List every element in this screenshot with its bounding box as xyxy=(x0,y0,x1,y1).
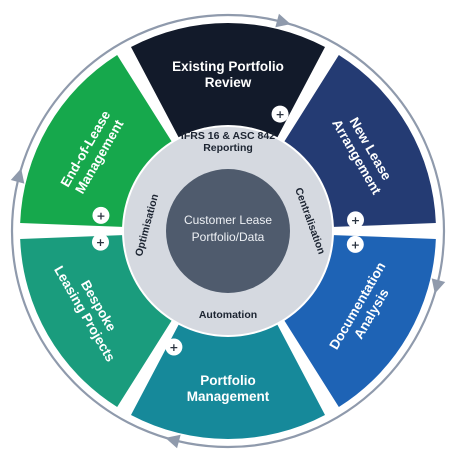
plus-icon[interactable]: + xyxy=(92,206,110,224)
plus-glyph: + xyxy=(351,214,360,227)
outer-cycle-ring xyxy=(10,13,446,449)
plus-glyph: + xyxy=(351,238,360,251)
segment-label-portfolio-management-line-1: Portfolio xyxy=(200,373,256,388)
plus-glyph: + xyxy=(96,209,105,222)
center-label-line-2: Portfolio/Data xyxy=(192,230,265,244)
plus-icon[interactable]: + xyxy=(347,211,365,229)
plus-badge-circle xyxy=(346,235,364,253)
plus-badge-circle xyxy=(165,338,183,356)
plus-glyph: + xyxy=(275,108,284,121)
segment-label-existing-portfolio-review-line-2: Review xyxy=(205,75,252,90)
plus-icon[interactable]: + xyxy=(91,233,109,251)
plus-glyph: + xyxy=(169,341,178,354)
cycle-arrowhead-3 xyxy=(165,434,181,449)
plus-glyph: + xyxy=(96,236,105,249)
plus-badge-circle xyxy=(347,211,365,229)
ring-label-top-line-2: Reporting xyxy=(203,142,253,154)
plus-icon[interactable]: + xyxy=(271,105,289,123)
cycle-arrowhead-4 xyxy=(10,168,25,184)
ring-label-bottom: Automation xyxy=(199,309,257,321)
cycle-arrowhead-2 xyxy=(431,278,446,294)
plus-icon[interactable]: + xyxy=(165,338,183,356)
segment-shape-new-lease-arrangement xyxy=(284,54,436,227)
plus-badge-circle xyxy=(91,233,109,251)
cycle-arrowheads xyxy=(10,13,446,449)
cycle-arrowhead-1 xyxy=(275,13,291,28)
plus-badge-circle xyxy=(271,105,289,123)
center-label-line-1: Customer Lease xyxy=(184,213,272,227)
segment-label-existing-portfolio-review-line-1: Existing Portfolio xyxy=(172,59,284,74)
plus-badge-circle xyxy=(92,206,110,224)
plus-icon[interactable]: + xyxy=(346,235,364,253)
segment-shape-end-of-lease-management xyxy=(20,54,172,227)
segment-shape-documentation-analysis xyxy=(284,235,436,408)
ring-label-top-line-1: IFRS 16 & ASC 842 xyxy=(181,130,275,142)
segment-label-portfolio-management-line-2: Management xyxy=(187,389,270,404)
center-core-circle xyxy=(166,169,290,293)
segment-shape-bespoke-leasing-projects xyxy=(20,235,172,408)
